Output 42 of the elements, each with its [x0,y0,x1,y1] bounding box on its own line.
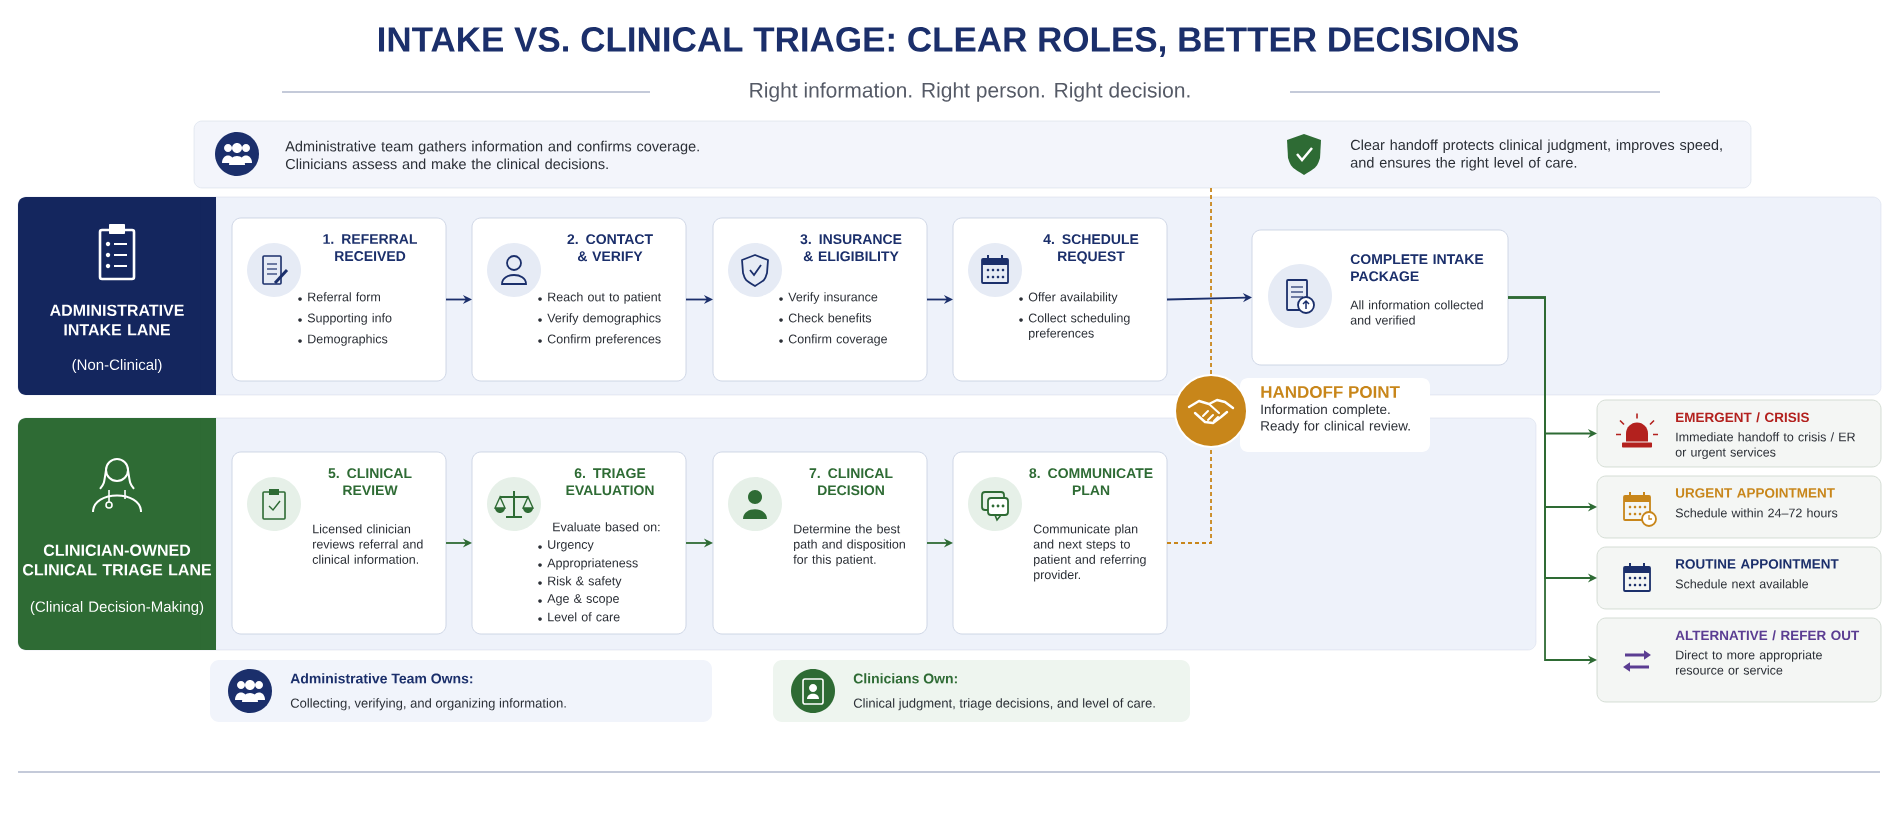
node-label: Evaluate based on: [553,522,660,532]
node-label: Appropriateness [547,558,638,570]
outcome-card: ALTERNATIVE / REFER OUT Direct to more appropriate resource or service [1596,617,1882,703]
outcome-card: URGENT APPOINTMENT Schedule within 24–72 hours [1596,475,1882,539]
step-card: 4. SCHEDULE REQUEST Offer availability Collect scheduling preferences [952,217,1168,382]
node-label: 1. REFERRAL RECEIVED [323,234,418,262]
step-card: 2. CONTACT & VERIFY Reach out to patient Verify demographics Confirm preferences [471,217,687,382]
handoff-label: HANDOFF POINT Information complete. Ready for clinical review. [1240,378,1430,452]
node-label: Supporting info [307,313,392,325]
node-label: Confirm coverage [788,334,887,346]
node-label: Level of care [548,612,620,622]
connector-line [1166,447,1212,544]
node-label: Urgency [548,540,594,552]
node-label: Confirm preferences [547,334,661,346]
step-card: 5. CLINICAL REVIEW Licensed clinician reviews referral and clinical information. [231,451,447,635]
owner-card: Administrative Team Owns: Collecting, verifying, and organizing information. [210,660,712,722]
node-label: Verify insurance [788,292,878,304]
node-label: Clear handoff protects clinical judgment, improves speed, and ensures the right level of care. [1350,139,1722,171]
node-label: Check benefits [788,313,872,323]
node-label: Age & scope [547,594,619,606]
step-card: 7. CLINICAL DECISION Determine the best path and disposition for this patient. [712,451,928,635]
node-label: Referral form [308,292,380,302]
node-label: 2. CONTACT & VERIFY [567,234,653,262]
step-card: 8. COMMUNICATE PLAN Communicate plan and next steps to patient and referring provider. [952,451,1168,635]
node-label: Risk & safety [548,576,622,588]
connector-line [1210,187,1212,375]
outcome-card: EMERGENT / CRISIS Immediate handoff to crisis / ER or urgent services [1596,399,1882,468]
package-card: COMPLETE INTAKE PACKAGE All information collected and verified [1251,229,1509,366]
step-card: 6. TRIAGE EVALUATION Evaluate based on: Urgency Appropriateness Risk & safety Age & scope Level of care [471,451,687,635]
node-label: 3. INSURANCE & ELIGIBILITY [800,234,902,262]
step-card: 3. INSURANCE & ELIGIBILITY Verify insurance Check benefits Confirm coverage [712,217,928,382]
node-label: 6. TRIAGE EVALUATION [566,468,654,496]
info-banner: Administrative team gathers information and confirms coverage. Clinicians assess and make the clinical decisions. Clear handoff protects clinical judgment, improves speed, and ensures the right level of care. [193,120,1752,189]
owner-card: Clinicians Own: Clinical judgment, triage decisions, and level of care. [773,660,1190,722]
title: INTAKE VS. CLINICAL TRIAGE: CLEAR ROLES, BETTER DECISIONS [379,27,1518,57]
node-label: Demographics [308,334,388,346]
node-label: Reach out to patient [548,292,662,304]
node-label: Administrative team gathers information and confirms coverage. Clinicians assess and make the clinical decisions. [285,140,699,170]
outcome-card: ROUTINE APPOINTMENT Schedule next available [1596,546,1882,610]
node-label: Verify demographics [547,313,661,325]
step-card: 1. REFERRAL RECEIVED Referral form Supporting info Demographics [231,217,447,382]
subtitle: Right information. Right person. Right decision. [750,82,1190,102]
